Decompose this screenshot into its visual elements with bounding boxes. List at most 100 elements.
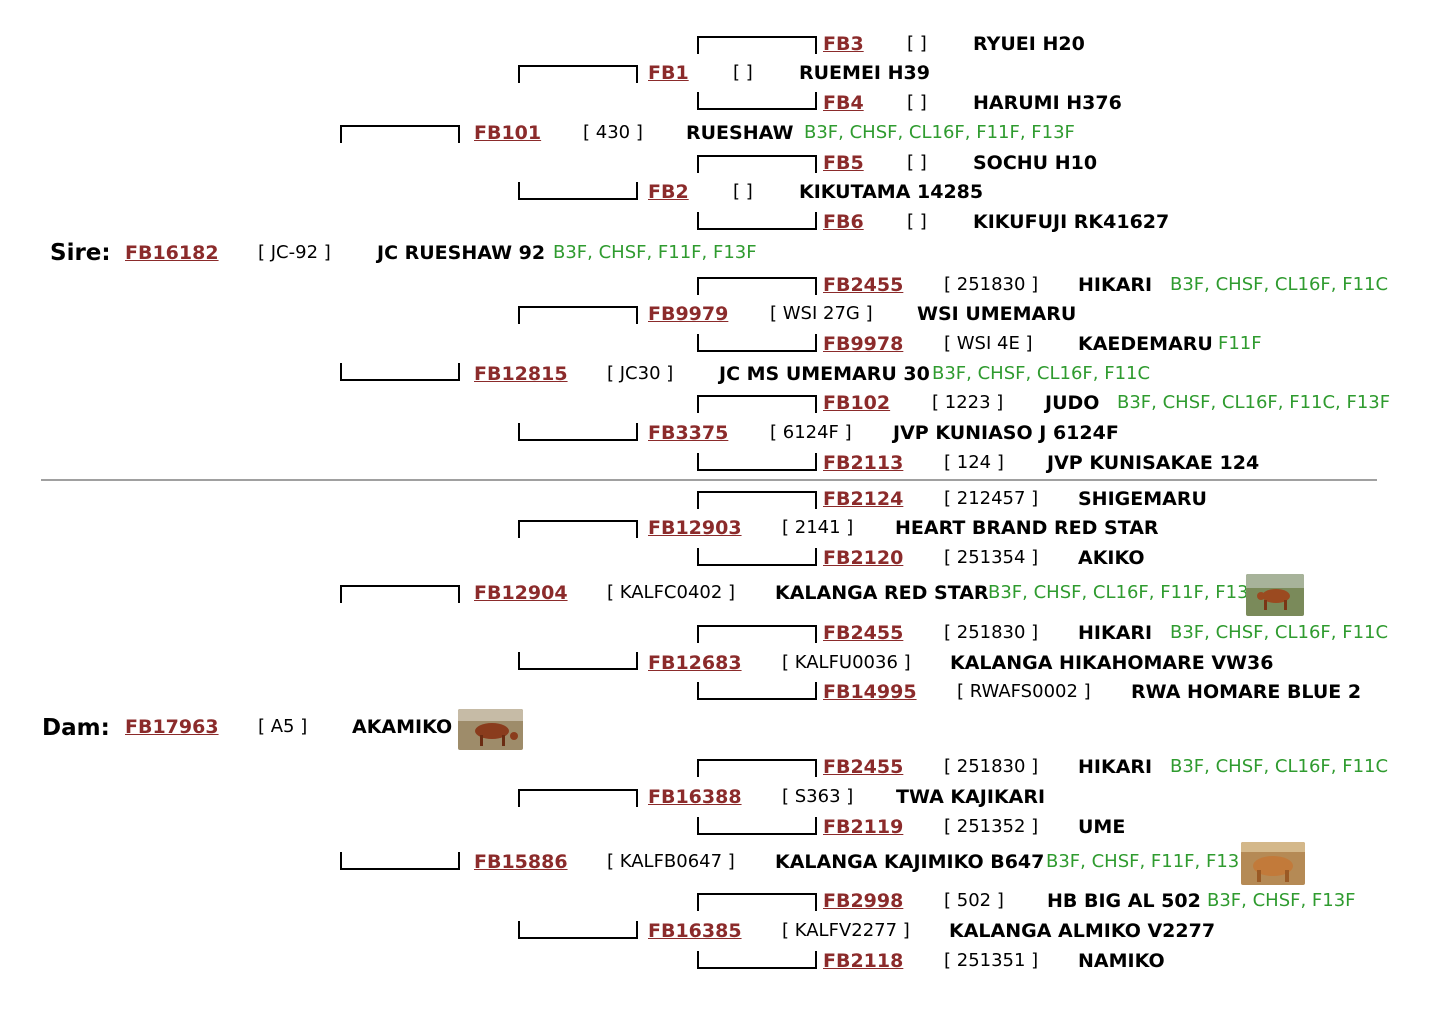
animal-name: JUDO <box>1045 392 1100 414</box>
cattle-photo[interactable] <box>458 709 523 750</box>
genetic-tests: B3F, CHSF, F13F <box>1207 890 1356 911</box>
animal-link[interactable]: FB102 <box>823 392 891 414</box>
pedigree-bracket <box>518 423 638 441</box>
animal-link[interactable]: FB6 <box>823 211 864 233</box>
pedigree-bracket <box>697 395 817 413</box>
animal-name: UME <box>1078 816 1126 838</box>
registration-number: [ S363 ] <box>782 786 854 807</box>
pedigree-bracket <box>340 852 460 870</box>
pedigree-bracket <box>697 155 817 173</box>
animal-name: HB BIG AL 502 <box>1047 890 1201 912</box>
animal-link[interactable]: FB9978 <box>823 333 904 355</box>
animal-link[interactable]: FB12815 <box>474 363 568 385</box>
sire-link[interactable]: FB16182 <box>125 242 219 264</box>
registration-number: [ KALFC0402 ] <box>607 582 736 603</box>
registration-number: [ 251351 ] <box>944 950 1039 971</box>
pedigree-bracket <box>697 92 817 110</box>
animal-name: KALANGA RED STAR <box>775 582 989 604</box>
pedigree-bracket <box>518 306 638 324</box>
animal-name: AKIKO <box>1078 547 1145 569</box>
animal-link[interactable]: FB2118 <box>823 950 904 972</box>
animal-link[interactable]: FB101 <box>474 122 542 144</box>
animal-link[interactable]: FB2119 <box>823 816 904 838</box>
pedigree-bracket <box>697 759 817 777</box>
animal-link[interactable]: FB12904 <box>474 582 568 604</box>
animal-link[interactable]: FB2998 <box>823 890 904 912</box>
animal-link[interactable]: FB15886 <box>474 851 568 873</box>
registration-number: [ 430 ] <box>583 122 643 143</box>
cattle-photo[interactable] <box>1241 842 1305 885</box>
registration-number: [ JC30 ] <box>607 363 674 384</box>
animal-link[interactable]: FB2455 <box>823 756 904 778</box>
pedigree-bracket <box>697 817 817 835</box>
registration-number: [ 212457 ] <box>944 488 1039 509</box>
cattle-photo[interactable] <box>1246 574 1304 616</box>
animal-name: KALANGA KAJIMIKO B647 <box>775 851 1045 873</box>
registration-number: [ WSI 4E ] <box>944 333 1033 354</box>
genetic-tests: B3F, CHSF, CL16F, F11C, F13F <box>1117 392 1391 413</box>
pedigree-bracket <box>697 682 817 700</box>
pedigree-bracket <box>518 182 638 200</box>
animal-name: RYUEI H20 <box>973 33 1085 55</box>
animal-name: KIKUFUJI RK41627 <box>973 211 1170 233</box>
pedigree-bracket <box>697 212 817 230</box>
registration-number: [ ] <box>907 92 927 113</box>
animal-name: HEART BRAND RED STAR <box>895 517 1159 539</box>
pedigree-bracket <box>518 921 638 939</box>
genetic-tests: B3F, CHSF, CL16F, F11F, F13F <box>804 122 1075 143</box>
genetic-tests: F11F <box>1218 333 1262 354</box>
registration-number: [ A5 ] <box>258 716 308 737</box>
genetic-tests: B3F, CHSF, CL16F, F11C <box>1170 622 1389 643</box>
pedigree-bracket <box>697 453 817 471</box>
animal-name: KAEDEMARU <box>1078 333 1213 355</box>
animal-link[interactable]: FB3 <box>823 33 864 55</box>
animal-link[interactable]: FB2113 <box>823 452 904 474</box>
animal-name: HARUMI H376 <box>973 92 1122 114</box>
animal-link[interactable]: FB16388 <box>648 786 742 808</box>
animal-link[interactable]: FB2455 <box>823 622 904 644</box>
registration-number: [ KALFB0647 ] <box>607 851 735 872</box>
registration-number: [ 251830 ] <box>944 756 1039 777</box>
animal-link[interactable]: FB2 <box>648 181 689 203</box>
registration-number: [ RWAFS0002 ] <box>957 681 1091 702</box>
genetic-tests: B3F, CHSF, F11F, F13F <box>553 242 757 263</box>
registration-number: [ ] <box>907 152 927 173</box>
registration-number: [ 124 ] <box>944 452 1004 473</box>
animal-link[interactable]: FB1 <box>648 62 689 84</box>
animal-name: RUEMEI H39 <box>799 62 930 84</box>
animal-link[interactable]: FB14995 <box>823 681 917 703</box>
animal-link[interactable]: FB2124 <box>823 488 904 510</box>
registration-number: [ JC-92 ] <box>258 242 331 263</box>
animal-link[interactable]: FB12683 <box>648 652 742 674</box>
pedigree-bracket <box>697 951 817 969</box>
animal-name: TWA KAJIKARI <box>896 786 1046 808</box>
animal-link[interactable]: FB16385 <box>648 920 742 942</box>
animal-name: HIKARI <box>1078 756 1153 778</box>
pedigree-bracket <box>518 652 638 670</box>
genetic-tests: B3F, CHSF, CL16F, F11C <box>1170 756 1389 777</box>
animal-link[interactable]: FB2120 <box>823 547 904 569</box>
registration-number: [ ] <box>907 33 927 54</box>
registration-number: [ 251830 ] <box>944 622 1039 643</box>
registration-number: [ KALFV2277 ] <box>782 920 910 941</box>
registration-number: [ 502 ] <box>944 890 1004 911</box>
animal-link[interactable]: FB9979 <box>648 303 729 325</box>
genetic-tests: B3F, CHSF, CL16F, F11C <box>932 363 1151 384</box>
animal-name: HIKARI <box>1078 622 1153 644</box>
genetic-tests: B3F, CHSF, CL16F, F11F, F13F <box>988 582 1259 603</box>
dam-link[interactable]: FB17963 <box>125 716 219 738</box>
animal-link[interactable]: FB2455 <box>823 274 904 296</box>
animal-link[interactable]: FB5 <box>823 152 864 174</box>
animal-link[interactable]: FB12903 <box>648 517 742 539</box>
pedigree-bracket <box>340 125 460 143</box>
animal-name: JVP KUNIASO J 6124F <box>893 422 1119 444</box>
registration-number: [ 251354 ] <box>944 547 1039 568</box>
animal-name: SOCHU H10 <box>973 152 1098 174</box>
animal-name: RUESHAW <box>686 122 794 144</box>
animal-link[interactable]: FB3375 <box>648 422 729 444</box>
pedigree-bracket <box>518 789 638 807</box>
registration-number: [ KALFU0036 ] <box>782 652 911 673</box>
animal-link[interactable]: FB4 <box>823 92 864 114</box>
animal-name: JC RUESHAW 92 <box>377 242 546 264</box>
animal-name: KIKUTAMA 14285 <box>799 181 984 203</box>
